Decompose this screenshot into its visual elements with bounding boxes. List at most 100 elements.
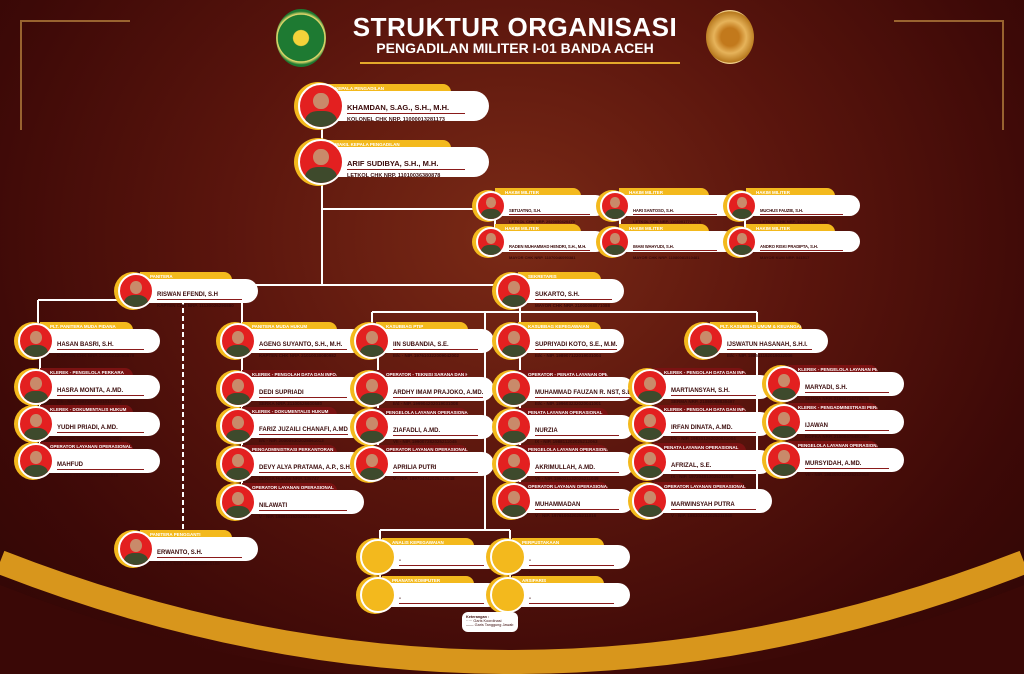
role-label: OPERATOR - PENATA LAYANAN OPERASIONAL: [518, 370, 608, 379]
person-nrp: V - NIP. 198303122025211040: [671, 513, 733, 519]
name-plate: MUHAMMADAN V - NIP. 197610042025211016: [514, 489, 634, 518]
name-plate: APRILIA PUTRI V - NIP. 19970404202521204…: [372, 452, 494, 481]
person-photo: [600, 190, 630, 221]
title-underline: [360, 62, 680, 64]
role-label: KEPALA PENGADILAN: [325, 84, 451, 93]
name-plate: NURZIA IX - NIP. 198811202025212063: [514, 415, 634, 444]
role-label: PENGELOLA LAYANAN OPERASIONAL: [518, 445, 608, 454]
person-name: ARDHY IMAM PRAJOKO, A.MD.: [393, 390, 484, 399]
person-name: -: [399, 558, 485, 567]
person-name: MARYADI, S.H.: [805, 385, 889, 394]
name-plate: YUDHI PRIADI, A.MD. II/c - NIP. 19930510…: [36, 412, 160, 441]
person-name: AKRIMULLAH, A.MD.: [535, 465, 619, 474]
person-photo: [632, 444, 668, 480]
name-plate: RADEN MUHAMMAD HENDRI, S.H., M.H. MAYOR …: [491, 231, 606, 260]
person-name: RADEN MUHAMMAD HENDRI, S.H., M.H.: [509, 244, 590, 251]
role-label: PLT. KASUBBAG UMUM & KEUANGAN: [710, 322, 802, 331]
person-name: MARWINSYAH PUTRA: [671, 502, 757, 511]
person-name: -: [529, 558, 615, 567]
person-nrp: PELDA NRP. 21050025270185: [157, 561, 220, 567]
person-photo: [632, 406, 668, 442]
role-label: KLEREK - PENGADMINISTRASI PERKANTORAN: [788, 403, 878, 412]
name-plate: AGENG SUYANTO, S.H., M.H. KAPTEN CHK NRP…: [238, 329, 364, 358]
person-name: MURSYIDAH, A.MD.: [805, 461, 889, 470]
person-photo: [298, 83, 344, 129]
name-plate: - -: [378, 545, 500, 574]
name-plate: ARDHY IMAM PRAJOKO, A.MD. II/d - NIP. 19…: [372, 377, 494, 406]
role-label: PENGADMINISTRASI PERKANTORAN: [242, 445, 337, 454]
role-label: OPERATOR - TEKNISI SARANA DAN PRASARANA: [376, 370, 468, 379]
person-photo: [632, 369, 668, 405]
role-label: OPERATOR LAYANAN OPERASIONAL: [40, 442, 133, 451]
person-photo: [354, 409, 390, 445]
person-nrp: IX - NIP. 197204012025211018: [671, 474, 734, 480]
person-photo: [600, 226, 630, 257]
role-label: PENGELOLA LAYANAN OPERASIONAL: [376, 408, 468, 417]
person-photo: [360, 539, 396, 575]
person-nrp: III/c - NIP. 197610322009042002: [393, 353, 459, 359]
role-label: OPERATOR LAYANAN OPERASIONAL: [242, 483, 337, 492]
person-photo: [496, 273, 532, 309]
person-nrp: MAYOR CHK NRP. 11080081510481: [633, 254, 700, 260]
name-plate: IJAWAN KOPKA NRP. 21000475481280: [784, 410, 904, 439]
person-nrp: II/b - NIP. 198710262010122017: [57, 399, 122, 405]
person-nrp: KOPKA NRP. 21000475481280: [805, 434, 869, 440]
person-nrp: II/c - NIP. 198201262020031004: [671, 436, 736, 442]
person-photo: [632, 483, 668, 519]
role-label: KLEREK - PENGOLAH DATA DAN INFORMASI: [242, 370, 337, 379]
person-photo: [220, 371, 256, 407]
person-photo: [496, 371, 532, 407]
person-photo: [118, 273, 154, 309]
person-photo: [220, 323, 256, 359]
person-photo: [476, 226, 506, 257]
person-nrp: II/d - NIP. 199904202019031008: [393, 401, 458, 407]
person-name: SUKARTO, S.H.: [535, 292, 612, 301]
person-photo: [18, 369, 54, 405]
name-plate: MURSYIDAH, A.MD. VII - NIP. 198309212025…: [784, 448, 904, 477]
person-photo: [496, 446, 532, 482]
person-name: HASRA MONITA, A.MD.: [57, 388, 144, 397]
corner-ornament-left: [20, 20, 130, 130]
person-photo: [220, 446, 256, 482]
person-name: ARIF SUDIBYA, S.H., M.H.: [347, 159, 465, 170]
person-name: YUDHI PRIADI, A.MD.: [57, 425, 144, 434]
person-photo: [476, 190, 506, 221]
person-nrp: VII - NIP. 199007282025211045: [393, 439, 457, 445]
person-nrp: SERDA Hum/W NRP. 135747: [259, 476, 320, 482]
person-name: FARIZ JUZAILI CHANAFI, A.MD: [259, 427, 348, 436]
role-label: KASUBBAG PTIP: [376, 322, 468, 331]
person-nrp: V - NIP. 197308202025211016: [57, 473, 119, 479]
person-nrp: MAYOR CHK NRP. 11070046090381: [509, 254, 576, 260]
person-name: IJSWATUN HASANAH, S.H.I.: [727, 342, 813, 351]
person-photo: [354, 371, 390, 407]
person-name: MUHAMMADAN: [535, 502, 619, 511]
person-nrp: III/c - NIP. 198611192019032006: [727, 353, 793, 359]
person-nrp: SERKA NRP. 21100526600580: [259, 401, 323, 407]
role-label: PLT. PANITERA MUDA PIDANA: [40, 322, 133, 331]
name-plate: RISWAN EFENDI, S.H KAPTEN CHK NRP. 11130…: [136, 279, 258, 308]
legend-responsibility: —— Garis Tanggung Jawab: [466, 623, 514, 627]
legend-coordination: ····· Garis Koordinasi: [466, 619, 502, 623]
person-name: APRILIA PUTRI: [393, 465, 479, 474]
page-title: STRUKTUR ORGANISASI: [352, 12, 678, 42]
legend-title: Keterangan :: [466, 615, 490, 619]
role-label: HAKIM MILITER: [746, 224, 835, 233]
name-plate: AFRIZAL, S.E. IX - NIP. 1972040120252110…: [650, 450, 772, 479]
person-name: KHAMDAN, S.AG., S.H., M.H.: [347, 103, 465, 114]
person-photo: [496, 323, 532, 359]
name-plate: MUHAMMAD FAUZAN R. NST, S.E. III/c - NIP…: [514, 377, 634, 406]
person-nrp: KAPTEN CHK NRP. 21010030080982: [259, 353, 337, 359]
role-label: HAKIM MILITER: [495, 224, 582, 233]
person-nrp: KAPTEN CHK NRP. 21010222060879: [57, 353, 135, 359]
role-label: KLEREK - PENGELOLA PERKARA: [40, 368, 133, 377]
corner-ornament-right: [894, 20, 1004, 130]
person-nrp: II/c - NIP. 200005302025061013: [259, 438, 324, 444]
role-label: HAKIM MILITER: [746, 188, 835, 197]
person-name: -: [399, 596, 485, 605]
role-label: KLEREK - DOKUMENTALIS HUKUM: [242, 407, 337, 416]
person-nrp: LETKOL CHK NRP. 11040012820982: [760, 218, 828, 224]
person-name: ERWANTO, S.H.: [157, 550, 243, 559]
person-nrp: V - NIP. 197610042025211016: [535, 513, 597, 519]
role-label: KLEREK - PENGOLAH DATA DAN INFORMASI: [654, 405, 746, 414]
role-label: PRANATA KOMPUTER: [382, 576, 474, 585]
